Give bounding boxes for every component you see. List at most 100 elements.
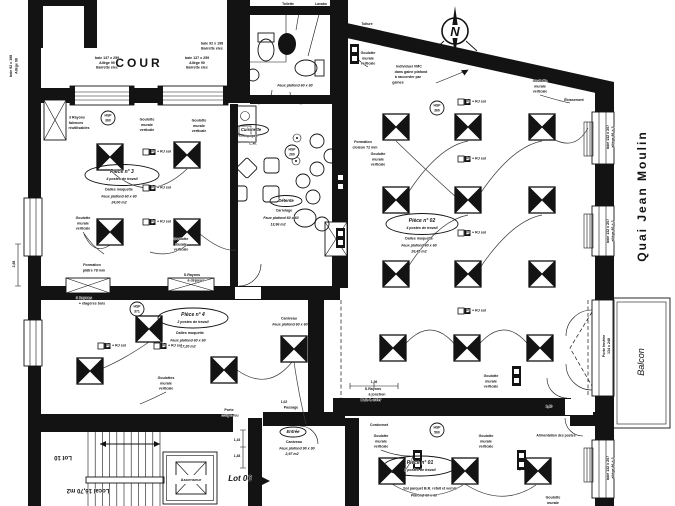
door-gap bbox=[565, 399, 593, 415]
window-cour-2 bbox=[157, 85, 229, 106]
vmc-l3: à raccorder par bbox=[395, 75, 422, 79]
room01-name: Pièce n° 01 bbox=[407, 460, 434, 466]
formation2-l1: Formation bbox=[83, 263, 101, 267]
goulotte10-l1: Goulotte bbox=[479, 434, 494, 438]
walls-layer bbox=[28, 0, 614, 506]
formation2-l2: plâtre 78 mm bbox=[83, 268, 105, 272]
pcrj4: PC + RJ sol bbox=[466, 100, 486, 104]
room02-name: Pièce n° 02 bbox=[409, 218, 436, 224]
right-window2-allege: allège 86 + 3 bbox=[611, 220, 615, 241]
luminaire-symbol bbox=[378, 457, 406, 485]
left-window-baie: baie 92 x 198 bbox=[9, 55, 13, 77]
local-flipped: Local 16,70 m2 bbox=[66, 487, 109, 493]
balcony-door-type: Porte fenêtre bbox=[602, 335, 606, 357]
goulotte7-l2: murale bbox=[372, 157, 384, 161]
vmc-l2: dans gaine plafond bbox=[395, 70, 428, 74]
luminaire-symbol bbox=[528, 260, 556, 288]
street-quai-jean-moulin: Quai Jean Moulin bbox=[635, 130, 649, 261]
luminaire-symbol bbox=[173, 218, 201, 246]
goulotte12-l2: murale bbox=[547, 501, 559, 505]
window-cour-1 bbox=[69, 85, 135, 106]
dimension-lines bbox=[15, 243, 563, 469]
room01-floor: Sol parquet B.R. refait et vernis bbox=[403, 487, 457, 491]
wc-window-barrette: Barrette élec bbox=[201, 46, 223, 50]
kitchenette-counter bbox=[233, 105, 257, 143]
goulotte11-l2: murale bbox=[160, 381, 172, 385]
goulotte-box-icon bbox=[336, 228, 345, 248]
luminaire-symbol bbox=[453, 334, 481, 362]
goulotte7-l3: verticale bbox=[371, 163, 386, 167]
goulotte2-l3: verticale bbox=[192, 129, 207, 133]
luminaire-symbol bbox=[454, 113, 482, 141]
lot06-arrow bbox=[256, 474, 270, 488]
formation1-l2: cloison 72 mm bbox=[353, 145, 378, 149]
cuisinette-name-oval bbox=[233, 124, 269, 136]
luminaire-symbol bbox=[210, 356, 238, 384]
room4-name: Pièce n° 4 bbox=[181, 312, 205, 318]
dim-116: 1,16 bbox=[234, 438, 241, 442]
fixtures-layer bbox=[15, 6, 671, 506]
passage: Passage bbox=[284, 405, 299, 409]
goulotte3-l1: Goulotte bbox=[76, 216, 91, 220]
detente-name-oval bbox=[269, 195, 303, 207]
hsp4-line2: 371 bbox=[134, 310, 140, 314]
cuisinette-name: Cuisinette bbox=[241, 127, 262, 132]
hsp1-line1: HSP bbox=[105, 114, 113, 118]
window1-barrette: Barrette élec bbox=[96, 66, 118, 70]
right-window2-baie: baie 132 x 257 bbox=[606, 219, 610, 243]
goulotte2-l1: Goulotte bbox=[192, 119, 207, 123]
north-letter: N bbox=[450, 24, 460, 39]
luminaire-symbol bbox=[379, 334, 407, 362]
hsp3-line1-circle bbox=[284, 144, 300, 160]
balcony-door-opening bbox=[591, 299, 615, 397]
window-right-1 bbox=[591, 111, 615, 165]
cuisinette-sub: équipée bbox=[244, 134, 258, 138]
caniveau2-l3: 2,97 m2 bbox=[284, 452, 298, 456]
room02-ceiling: Faux plafond 60 x 60 bbox=[401, 244, 436, 248]
goulotte4-l3: verticale bbox=[174, 248, 189, 252]
room3-area: 24,00 m2 bbox=[110, 201, 126, 205]
room02-postes: 4 postes de travail bbox=[405, 226, 438, 230]
wc-fixtures bbox=[246, 6, 325, 105]
luminaire-symbol bbox=[454, 260, 482, 288]
detente-ceiling: Faux plafond 60 x 60 bbox=[263, 216, 298, 220]
dim-136: 1,36 bbox=[371, 380, 378, 384]
rayons2-l2: + étagères bois bbox=[79, 301, 105, 305]
ascenseur-label: Ascenseur bbox=[181, 477, 202, 482]
goulotte2-l2: murale bbox=[193, 124, 205, 128]
entree-label-oval bbox=[279, 426, 307, 438]
room3-name-oval bbox=[84, 164, 160, 186]
goulotte12-l1: Goulotte bbox=[546, 496, 561, 500]
goulotte1-l2: murale bbox=[141, 123, 153, 127]
room02-floor: Dalles moquette bbox=[405, 237, 433, 241]
door-arc bbox=[564, 417, 584, 437]
goulotte5-l1: Goulotte bbox=[361, 51, 376, 55]
rayons3-l1: S.Rayons bbox=[184, 273, 200, 277]
detente-furniture bbox=[231, 133, 339, 232]
hsp1-line2: 360 bbox=[105, 119, 111, 123]
balcony-door-size: 134 x 248 bbox=[607, 338, 611, 354]
room4-area: 17,20 m2 bbox=[180, 345, 195, 349]
hsp2-line2: 360 bbox=[434, 109, 440, 113]
luminaire-symbol bbox=[173, 141, 201, 169]
luminaire-symbol bbox=[280, 335, 308, 363]
goulotte7-l1: Goulotte bbox=[371, 152, 386, 156]
formation1-l1: Formation bbox=[354, 140, 372, 144]
elevator bbox=[162, 451, 218, 505]
hsp2-line1: HSP bbox=[434, 104, 442, 108]
detente-floor: Carrelage bbox=[276, 209, 293, 213]
passage-dim: 1,02 bbox=[281, 400, 288, 404]
room3-postes: 4 postes de travail bbox=[105, 177, 138, 181]
pcrj9: PC + RJ sol bbox=[466, 309, 486, 313]
entree-label: Entrée bbox=[286, 429, 300, 434]
staircase bbox=[85, 432, 165, 506]
openings-layer bbox=[23, 85, 615, 499]
room4-name-oval bbox=[157, 307, 229, 329]
cordonnet: Cordonnet bbox=[370, 423, 389, 427]
rayons1-l1: 3 Rayons bbox=[69, 116, 85, 120]
room02-area: 26,45 m2 bbox=[410, 250, 426, 254]
hsp3-line2: 260 bbox=[289, 153, 295, 157]
goulotte3-l2: murale bbox=[77, 221, 89, 225]
alimentation: Alimentation des postes bbox=[536, 434, 575, 438]
